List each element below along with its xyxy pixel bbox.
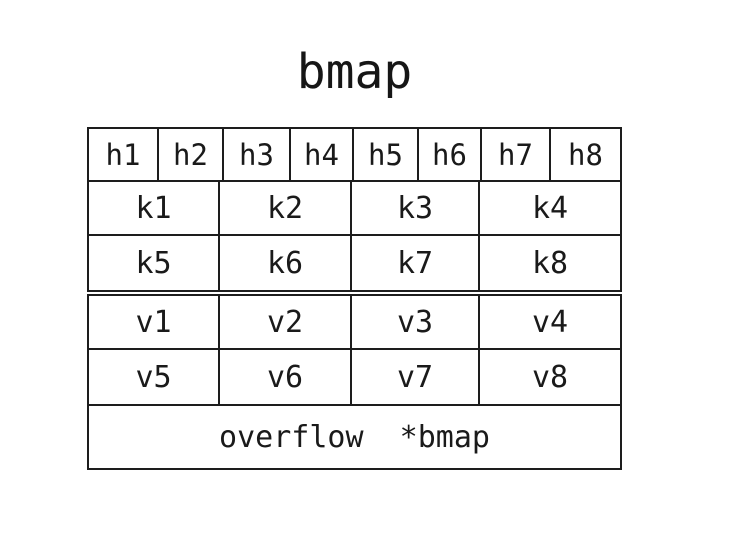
key-cell-k7: k7: [352, 236, 480, 290]
tophash-header-row: h1 h2 h3 h4 h5 h6 h7 h8: [87, 127, 622, 182]
keys-block: k1 k2 k3 k4 k5 k6 k7 k8: [87, 182, 622, 292]
header-cell-h7: h7: [482, 129, 551, 180]
header-cell-h4: h4: [291, 129, 354, 180]
header-cell-h2: h2: [159, 129, 224, 180]
overflow-pointer-label: overflow *bmap: [219, 419, 490, 455]
header-cell-h1: h1: [89, 129, 159, 180]
header-cell-h6: h6: [419, 129, 482, 180]
key-cell-k1: k1: [89, 182, 220, 234]
keys-row-1: k1 k2 k3 k4: [89, 182, 620, 236]
value-cell-v7: v7: [352, 350, 480, 404]
value-cell-v8: v8: [531, 359, 569, 395]
value-cell-v5: v5: [89, 350, 220, 404]
page-title: bmap: [296, 44, 413, 100]
key-cell-k6: k6: [220, 236, 352, 290]
overflow-pointer-row: overflow *bmap: [87, 406, 622, 470]
values-row-1: v1 v2 v3 v4: [89, 296, 620, 350]
values-row-2: v5 v6 v7 v8: [89, 350, 620, 404]
key-cell-k4: k4: [531, 190, 569, 226]
value-cell-v3: v3: [352, 296, 480, 348]
key-cell-k3: k3: [352, 182, 480, 234]
value-cell-v1: v1: [89, 296, 220, 348]
header-cell-h8: h8: [568, 137, 603, 172]
values-block: v1 v2 v3 v4 v5 v6 v7 v8: [87, 294, 622, 406]
value-cell-v6: v6: [220, 350, 352, 404]
key-cell-k5: k5: [89, 236, 220, 290]
keys-row-2: k5 k6 k7 k8: [89, 236, 620, 290]
value-cell-v2: v2: [220, 296, 352, 348]
key-cell-k2: k2: [220, 182, 352, 234]
header-cell-h3: h3: [224, 129, 291, 180]
key-cell-k8: k8: [531, 245, 569, 281]
value-cell-v4: v4: [531, 304, 569, 340]
header-cell-h5: h5: [354, 129, 419, 180]
bmap-struct-diagram: h1 h2 h3 h4 h5 h6 h7 h8 k1 k2 k3 k4 k5 k…: [87, 127, 622, 470]
